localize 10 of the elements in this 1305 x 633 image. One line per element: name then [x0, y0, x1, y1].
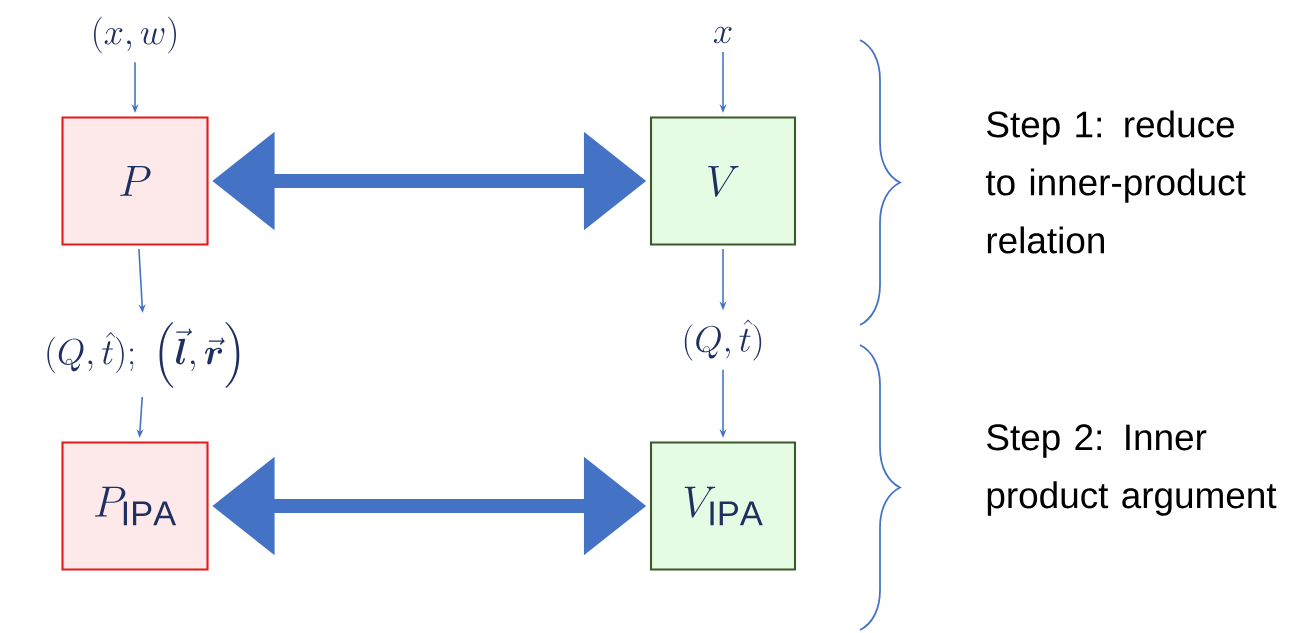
- prover-box: $P_{\mathrm{IPA}}$: [61, 441, 209, 571]
- step-label: Step 2: Inner product argument: [987, 424, 1277, 516]
- step-label: Step 1: reduce to inner-product relation: [985, 110, 1246, 254]
- math-label: $(x,w)$: [94, 16, 176, 54]
- verifier-box: $V_{\mathrm{IPA}}$: [649, 441, 797, 571]
- prover-box: $P$: [61, 116, 209, 246]
- math-label: $x$: [713, 26, 732, 44]
- math-label: $(Q,\hat{t});\ \left(\vec{\boldsymbol{l}},\vec{\boldsymbol{r}}\right)$: [47, 322, 240, 388]
- verifier-box: $V$: [649, 116, 797, 246]
- math-label: $(Q,\hat{t})$: [684, 319, 762, 361]
